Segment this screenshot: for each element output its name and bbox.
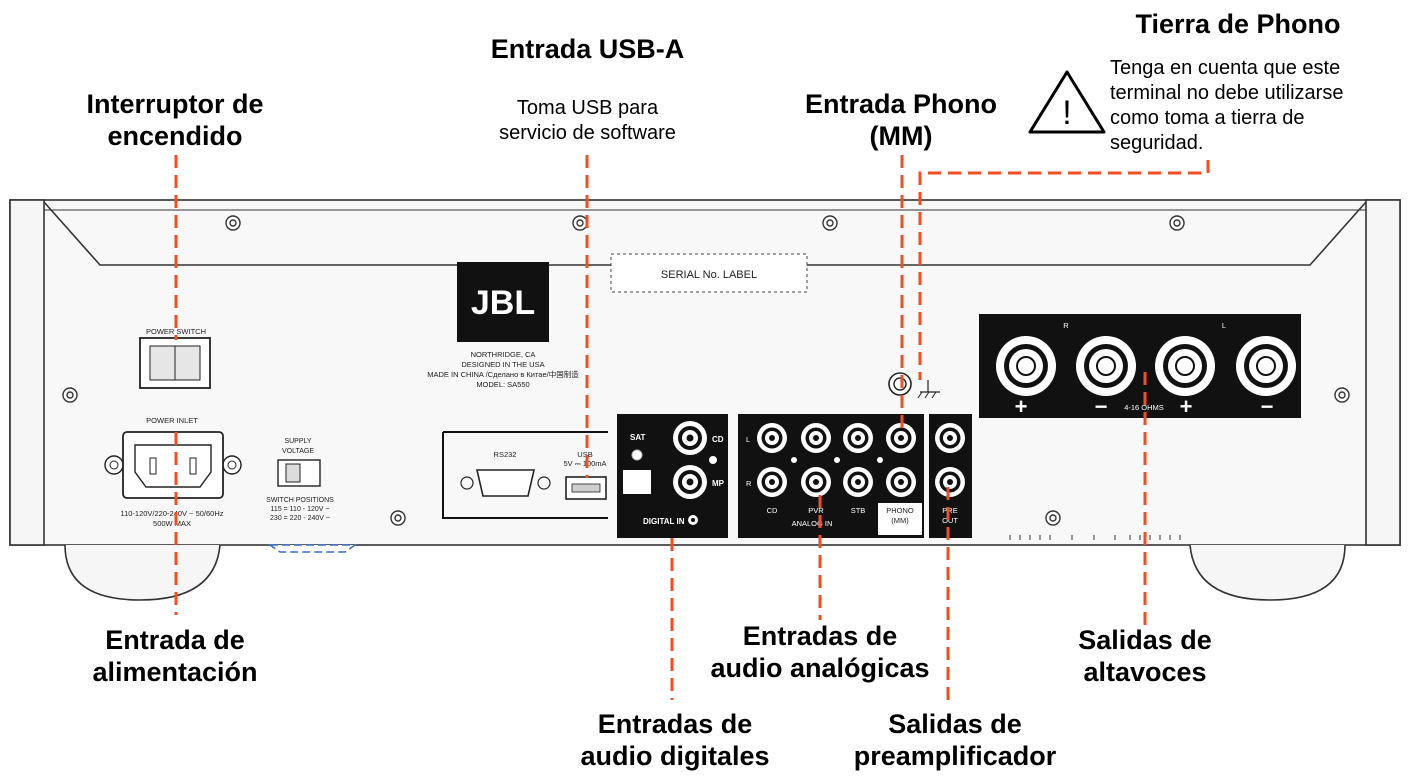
- leader-lines: [174, 155, 1210, 700]
- callout-phono-in: Entrada Phono (MM): [804, 89, 997, 151]
- vent-marks: [1009, 535, 1181, 540]
- callout-digital-in: Entradas de audio digitales: [580, 709, 770, 771]
- feet: [64, 544, 1346, 601]
- analog-cd-label: CD: [767, 506, 778, 515]
- supply-voltage-line1: SUPPLY: [284, 438, 311, 445]
- chassis-screws: [62, 215, 1350, 526]
- digital-in-panel: SAT CD MP DIGITAL IN: [617, 414, 728, 538]
- out-label: OUT: [942, 516, 958, 525]
- speaker-r-label: R: [1063, 321, 1069, 330]
- switch-positions-230: 230 = 220 - 240V ~: [270, 515, 330, 522]
- analog-l-label: L: [746, 435, 750, 444]
- analog-in-panel: L R CD PVR STB PHONO (MM) ANALOG IN: [738, 414, 924, 538]
- rs232-usb-section: RS232 USB 5V ⎓ 100mA: [442, 431, 608, 519]
- callout-preamp-out: Salidas de preamplificador: [853, 709, 1057, 771]
- callout-power-switch: Interruptor de encendido: [86, 89, 264, 151]
- digital-in-label: DIGITAL IN: [643, 517, 685, 526]
- supply-voltage-switch: SUPPLY VOLTAGE SWITCH POSITIONS 115 = 11…: [266, 438, 334, 522]
- callout-phono-ground-desc: Tenga en cuenta que este terminal no deb…: [1110, 57, 1344, 154]
- speaker-l-minus: −: [1261, 394, 1274, 419]
- digital-mp-label: MP: [712, 479, 725, 488]
- callout-usb-desc: Toma USB para servicio de software: [499, 97, 676, 144]
- pre-out-panel: PRE OUT: [929, 414, 972, 538]
- power-rating-line2: 500W MAX: [153, 519, 191, 528]
- sat-label: SAT: [630, 433, 646, 442]
- speaker-r-minus: −: [1095, 394, 1108, 419]
- callout-power-inlet: Entrada de alimentación: [92, 625, 258, 687]
- brand-logo: JBL: [457, 262, 549, 342]
- speaker-r-plus: +: [1015, 394, 1028, 419]
- switch-positions-115: 115 = 110 - 120V ~: [271, 506, 330, 513]
- maker-line4: MODEL: SA550: [476, 380, 529, 389]
- analog-pvr-label: PVR: [808, 506, 824, 515]
- maker-line3: MADE IN CHINA /Сделано в Китае/中国制造: [427, 369, 579, 379]
- power-switch-label: POWER SWITCH: [146, 327, 206, 336]
- rs232-label: RS232: [494, 450, 517, 459]
- maker-line1: NORTHRIDGE, CA: [471, 350, 536, 359]
- warning-icon-glyph: !: [1062, 94, 1071, 132]
- maker-line2: DESIGNED IN THE USA: [461, 360, 544, 369]
- pre-label: PRE: [942, 506, 957, 515]
- switch-positions-title: SWITCH POSITIONS: [266, 497, 334, 504]
- analog-r-label: R: [746, 479, 752, 488]
- speaker-l-plus: +: [1180, 394, 1193, 419]
- usb-rating: 5V ⎓ 100mA: [563, 459, 606, 468]
- supply-voltage-line2: VOLTAGE: [282, 448, 314, 455]
- brand-logo-text: JBL: [471, 284, 535, 322]
- power-switch: POWER SWITCH: [139, 327, 211, 389]
- usb-label: USB: [577, 450, 592, 459]
- warning-icon: !: [1028, 70, 1106, 134]
- analog-stb-label: STB: [851, 506, 866, 515]
- callout-analog-in: Entradas de audio analógicas: [710, 621, 930, 683]
- power-inlet: POWER INLET 110-120V/220-240V ~ 50/60Hz …: [104, 416, 242, 528]
- power-rating-line1: 110-120V/220-240V ~ 50/60Hz: [120, 509, 223, 518]
- callout-usb-title: Entrada USB-A: [490, 34, 685, 64]
- leader-phono-ground: [918, 160, 1210, 380]
- digital-cd-label: CD: [712, 435, 724, 444]
- callout-speaker-out: Salidas de altavoces: [1078, 625, 1212, 687]
- speaker-l-label: L: [1222, 321, 1226, 330]
- phono-mm-label: (MM): [891, 516, 909, 525]
- serial-label-text: SERIAL No. LABEL: [661, 269, 757, 281]
- phono-label: PHONO: [886, 506, 914, 515]
- callout-phono-ground-title: Tierra de Phono: [1135, 9, 1341, 39]
- analog-in-label: ANALOG IN: [792, 519, 833, 528]
- speaker-out-panel: R L + − 4-16 OHMS + −: [979, 314, 1301, 419]
- power-inlet-label: POWER INLET: [146, 416, 198, 425]
- serial-label: SERIAL No. LABEL: [610, 253, 808, 293]
- speaker-ohms-label: 4-16 OHMS: [1124, 403, 1164, 412]
